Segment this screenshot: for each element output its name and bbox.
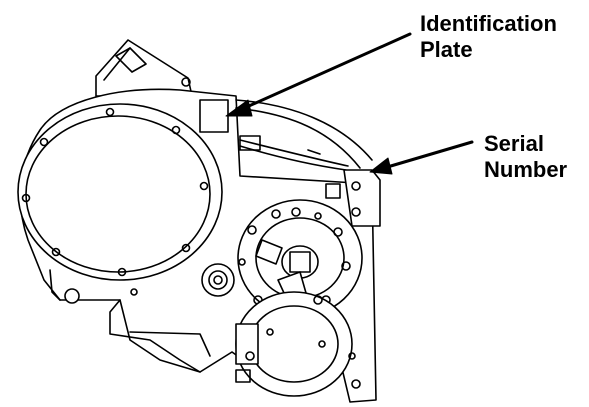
serial-number-label-line2: Number <box>484 157 568 182</box>
identification-plate-label-line1: Identification <box>420 11 557 36</box>
serial-arrow-line <box>382 140 474 170</box>
serial-arrow-head <box>369 157 393 175</box>
serial-number-block <box>325 169 381 227</box>
lifting-bracket <box>95 39 193 97</box>
identification-plate <box>199 99 229 133</box>
identification-plate-label: Identification Plate <box>420 11 557 63</box>
identification-plate-label-line2: Plate <box>420 37 473 62</box>
bottom-right-bolt <box>351 379 361 389</box>
hydraulic-lines <box>235 99 373 171</box>
small-bolt <box>130 288 138 296</box>
cover-plate <box>17 103 223 281</box>
identification-arrow-line <box>238 32 412 112</box>
serial-number-label-line1: Serial <box>484 131 544 156</box>
hub <box>201 263 235 297</box>
mount-hole <box>64 288 80 304</box>
cover-bolts <box>21 107 209 277</box>
bottom-bolt <box>235 369 251 383</box>
bottom-right-bolt-2 <box>348 352 356 360</box>
lower-gear-assembly <box>235 291 353 397</box>
identification-arrow-head <box>225 99 253 117</box>
leader-arrows <box>225 32 474 175</box>
serial-number-label: Serial Number <box>484 131 567 183</box>
